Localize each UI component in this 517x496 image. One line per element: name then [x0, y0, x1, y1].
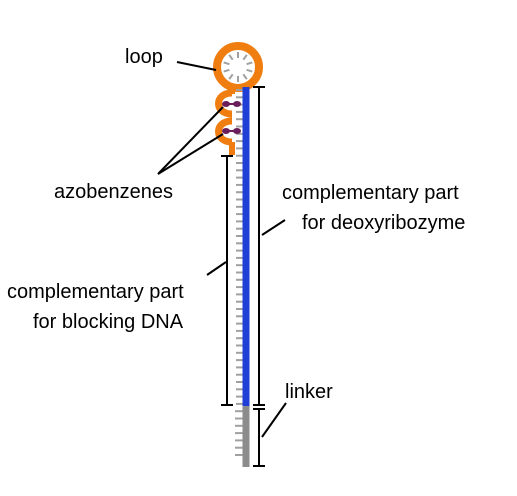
bracket-deoxyribozyme [253, 86, 265, 406]
label-loop: loop [125, 46, 163, 68]
loop-tick [228, 54, 234, 61]
leader-azobenzene-upper [157, 106, 224, 175]
leader-deoxyribozyme [261, 219, 286, 236]
azobenzene-bulge-upper [215, 89, 233, 118]
loop-strand [213, 42, 263, 155]
azobenzene-bulge-lower [215, 117, 233, 146]
leader-blocking [206, 261, 227, 276]
loop-inner-ticks [223, 52, 253, 82]
base-pair-rungs [235, 89, 243, 456]
leader-loop [176, 61, 217, 71]
loop-tick [246, 68, 253, 73]
label-deoxyribozyme-line2: for deoxyribozyme [302, 212, 465, 234]
leader-azobenzene-lower [157, 133, 224, 175]
azobenzene-upper [222, 101, 241, 107]
loop-tick [246, 61, 253, 66]
loop-tick [242, 54, 248, 61]
hairpin-loop [213, 42, 263, 92]
leader-lines [157, 61, 287, 438]
loop-tick [223, 68, 230, 73]
loop-tick [242, 73, 248, 80]
loop-tick [223, 61, 230, 66]
azobenzene-molecules [222, 101, 241, 134]
azobenzene-lower [222, 128, 241, 134]
label-azobenzenes: azobenzenes [54, 181, 173, 203]
bracket-linker [253, 408, 265, 467]
label-linker: linker [285, 381, 333, 403]
leader-linker [261, 402, 287, 438]
bracket-blocking [221, 155, 233, 406]
loop-tick [228, 73, 234, 80]
label-blocking-line1: complementary part [7, 281, 184, 303]
label-deoxyribozyme-line1: complementary part [282, 182, 459, 204]
label-blocking-line2: for blocking DNA [33, 311, 184, 333]
